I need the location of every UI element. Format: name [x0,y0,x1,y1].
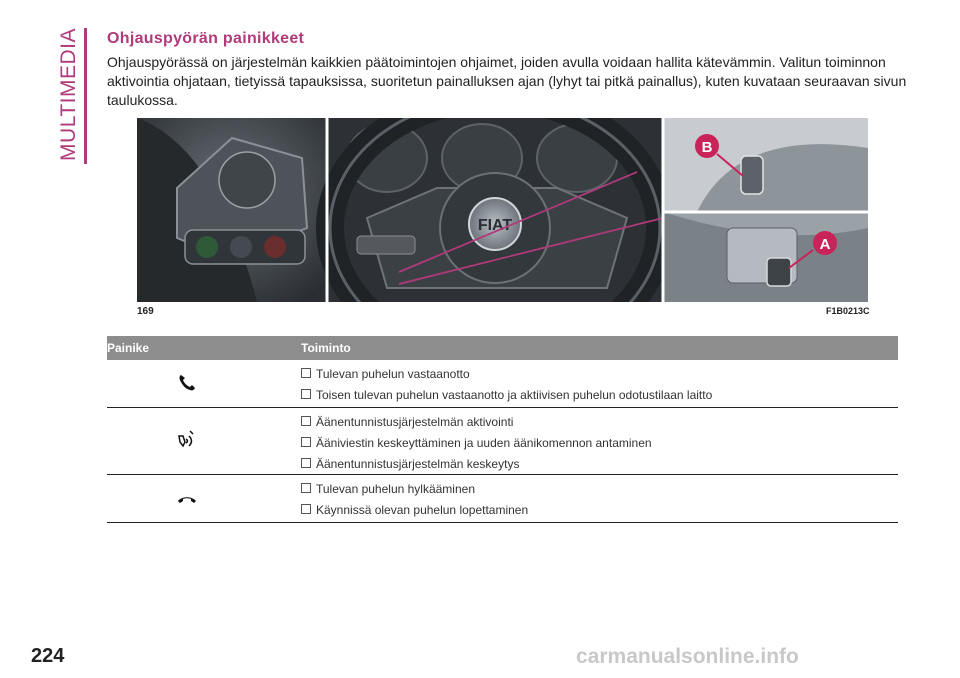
phone-answer-icon [175,371,199,395]
fiat-logo-text: FIAT [478,217,513,234]
table-row: Tulevan puhelun vastaanotto Toisen tulev… [107,360,898,408]
figure-code: F1B0213C [826,306,870,316]
header-function: Toiminto [301,341,351,355]
steering-wheel-figure: FIAT B A [137,118,868,302]
list-item: Ääniviestin keskeyttäminen ja uuden ääni… [301,433,652,454]
list-item: Käynnissä olevan puhelun lopettaminen [301,500,528,521]
table-header: Painike Toiminto [107,336,898,360]
section-intro: Ohjauspyörässä on järjestelmän kaikkien … [107,54,907,108]
list-item: Äänentunnistusjärjestelmän aktivointi [301,412,652,433]
list-item: Tulevan puhelun hylkääminen [301,479,528,500]
phone-hangup-icon [175,487,199,511]
callout-b [695,134,719,158]
list-item: Toisen tulevan puhelun vastaanotto ja ak… [301,385,712,406]
callout-a [813,231,837,255]
table-row: Tulevan puhelun hylkääminen Käynnissä ol… [107,475,898,523]
page-number: 224 [31,645,65,667]
figure-number: 169 [137,306,154,317]
table-row: Äänentunnistusjärjestelmän aktivointi Ää… [107,408,898,475]
header-button: Painike [107,341,150,355]
list-item: Tulevan puhelun vastaanotto [301,364,712,385]
callout-b-label: B [702,139,713,156]
figure-illustration: FIAT B A [137,118,868,302]
voice-command-icon [175,428,199,452]
section-title: Ohjauspyörän painikkeet [107,30,305,47]
chapter-side-label: MULTIMEDIA [57,28,80,168]
controls-table: Painike Toiminto Tulevan puhelun vastaan… [107,336,898,523]
list-item: Äänentunnistusjärjestelmän keskeytys [301,454,652,475]
chapter-side-bar [84,28,87,164]
watermark: carmanualsonline.info [576,645,799,668]
chapter-label-text: MULTIMEDIA [57,28,80,161]
callout-a-label: A [820,236,831,253]
